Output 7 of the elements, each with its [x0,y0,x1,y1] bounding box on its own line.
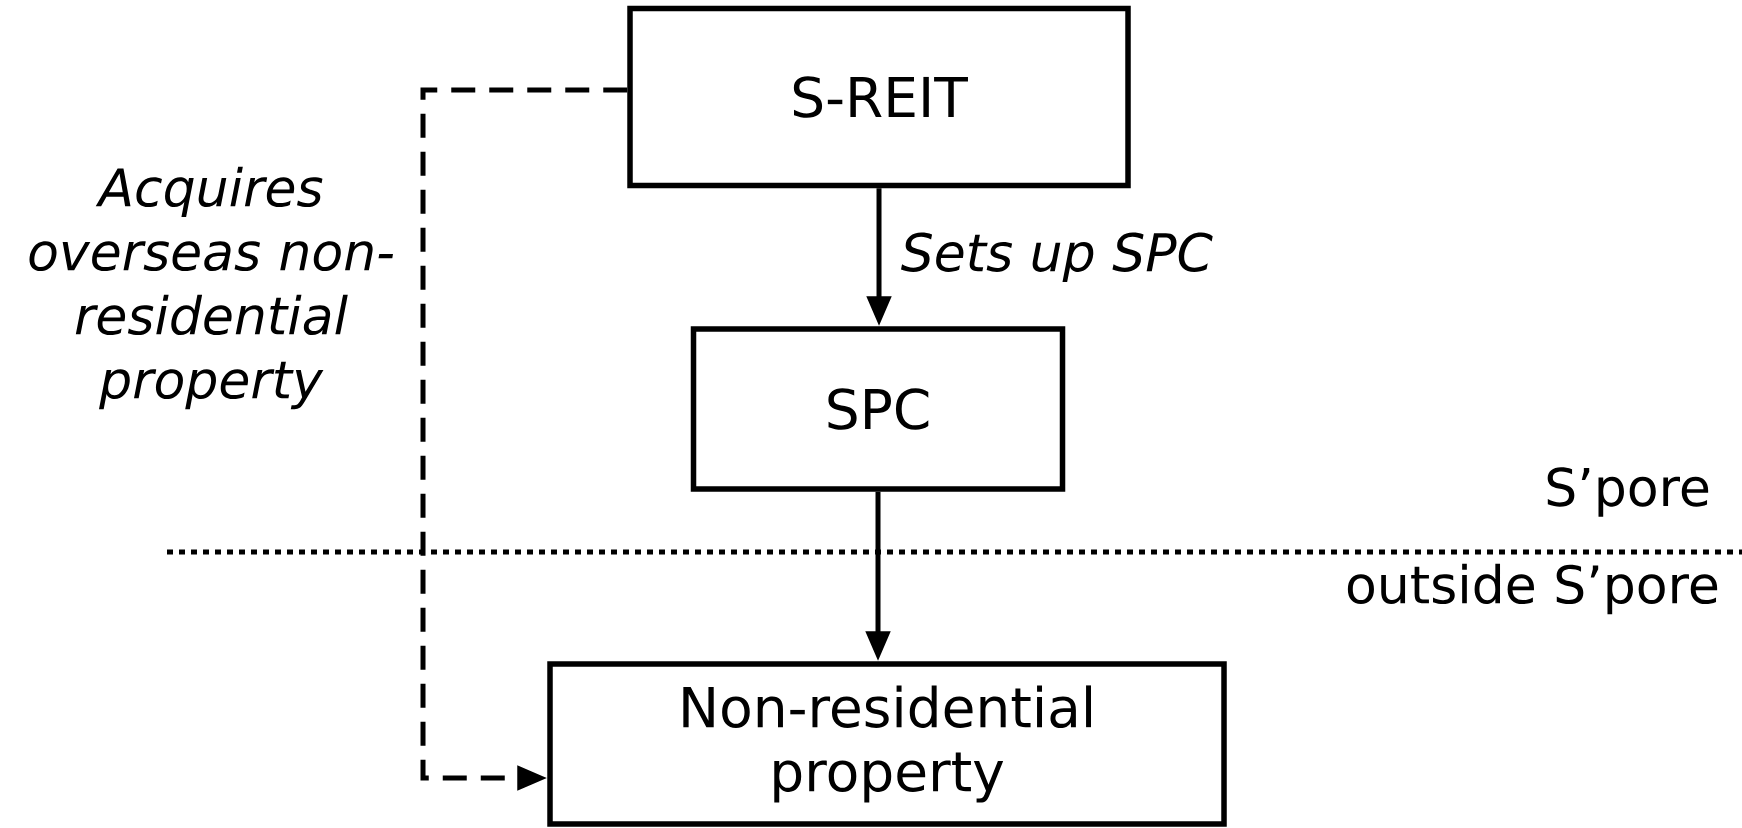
edge-label: Acquires overseas non-residential property [29,166,394,410]
box: SPC [690,326,1066,492]
region-label: outside S’pore [1347,563,1718,615]
region-label: S’pore [1547,467,1709,517]
box: Non-residential property [547,661,1227,827]
edge-label: Sets up SPC [901,232,1213,282]
box: S-REIT [627,5,1131,189]
